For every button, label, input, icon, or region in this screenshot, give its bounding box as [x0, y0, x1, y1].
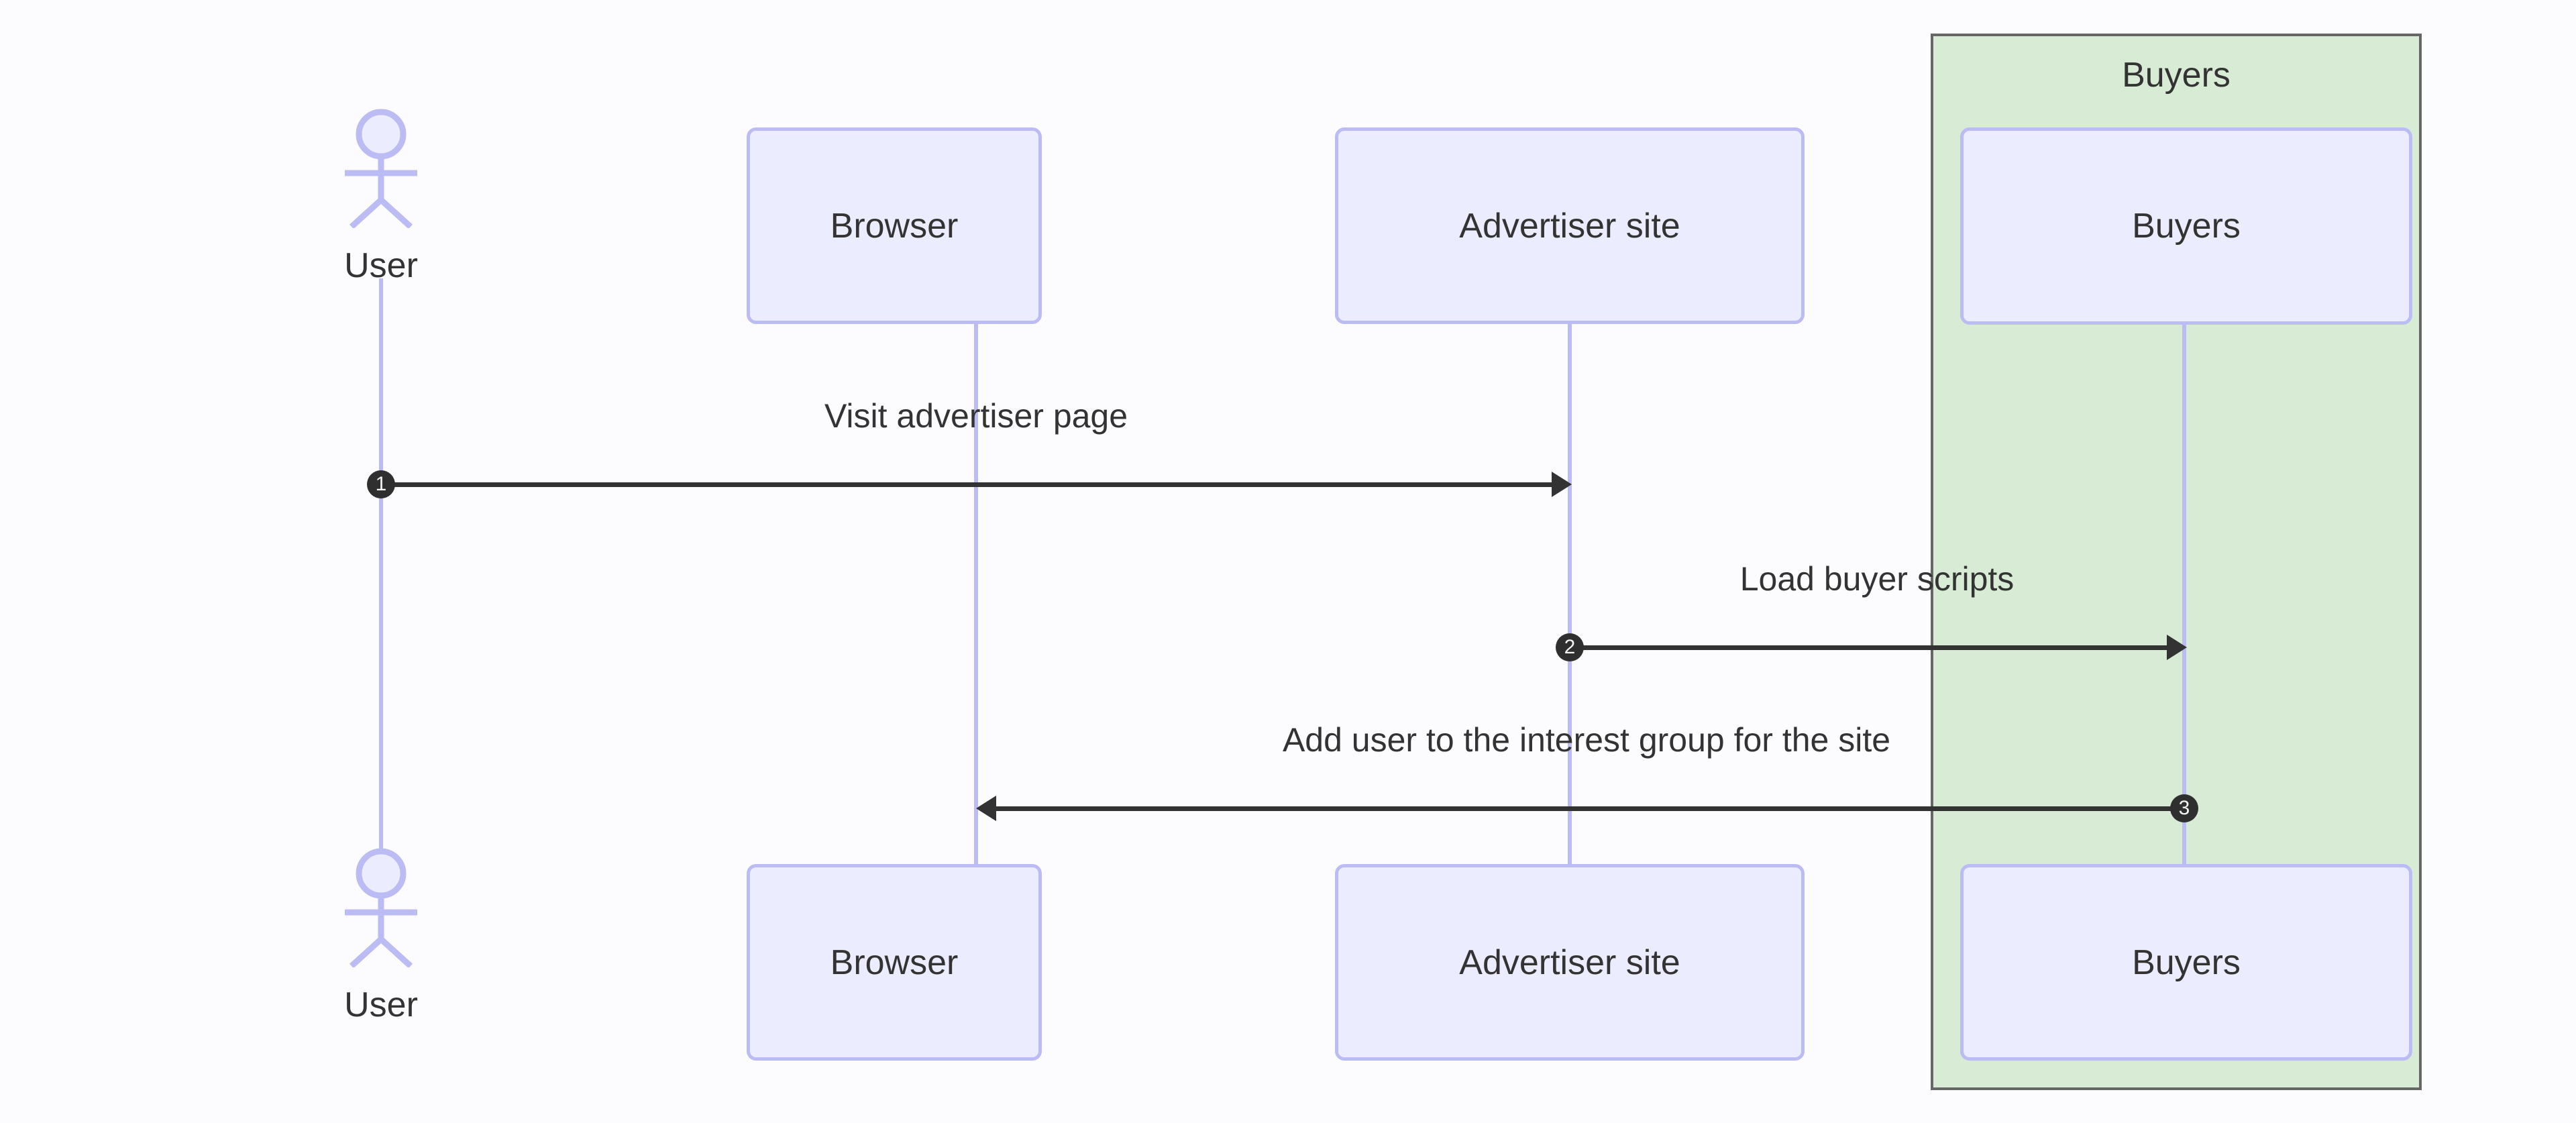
participant-label-buyers-bottom: Buyers	[2132, 943, 2241, 982]
message-line-1	[381, 482, 1552, 487]
participant-label-browser-top: Browser	[830, 206, 959, 246]
participant-box-buyers-bottom[interactable]: Buyers	[1960, 864, 2412, 1061]
actor-user-top	[327, 107, 435, 229]
actor-user-bottom	[327, 847, 435, 969]
message-line-2	[1570, 645, 2167, 650]
message-number-badge-3: 3	[2170, 794, 2198, 822]
message-line-3	[996, 806, 2184, 811]
lifeline-buyers	[2182, 325, 2186, 864]
actor-figure-icon	[345, 109, 417, 229]
participant-box-browser-top[interactable]: Browser	[747, 127, 1042, 324]
actor-label-user-bottom: User	[344, 985, 418, 1024]
participant-label-advertiser-top: Advertiser site	[1459, 206, 1680, 246]
message-number-badge-2: 2	[1556, 633, 1584, 661]
lifeline-advertiser	[1568, 324, 1572, 864]
message-label-3: Add user to the interest group for the s…	[1282, 721, 1891, 759]
message-label-2: Load buyer scripts	[1739, 560, 2015, 598]
participant-box-browser-bottom[interactable]: Browser	[747, 864, 1042, 1061]
group-label: Buyers	[2122, 56, 2231, 95]
participant-label-browser-bottom: Browser	[830, 943, 959, 982]
message-number-badge-1: 1	[367, 470, 395, 498]
lifeline-browser	[974, 324, 978, 864]
message-arrowhead-2	[2167, 635, 2187, 660]
participant-label-advertiser-bottom: Advertiser site	[1459, 943, 1680, 982]
participant-box-buyers-top[interactable]: Buyers	[1960, 127, 2412, 325]
participant-box-advertiser-top[interactable]: Advertiser site	[1335, 127, 1805, 324]
participant-box-advertiser-bottom[interactable]: Advertiser site	[1335, 864, 1805, 1061]
message-arrowhead-1	[1552, 472, 1572, 497]
participant-label-buyers-top: Buyers	[2132, 207, 2241, 246]
actor-label-user-top: User	[344, 246, 418, 285]
message-arrowhead-3	[976, 796, 996, 821]
actor-figure-icon	[345, 848, 417, 969]
message-label-1: Visit advertiser page	[824, 397, 1128, 435]
lifeline-user	[379, 278, 383, 869]
